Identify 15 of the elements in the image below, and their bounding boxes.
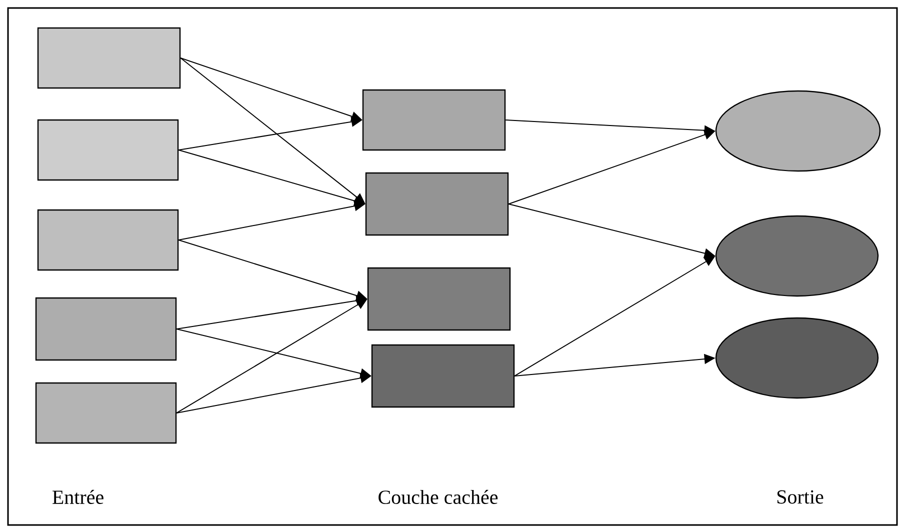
column-label: Entrée	[52, 490, 104, 504]
hidden-box	[365, 172, 509, 236]
input-box	[35, 382, 177, 444]
input-box	[37, 209, 179, 271]
hidden-box	[362, 89, 506, 151]
input-box	[37, 119, 179, 181]
hidden-box	[371, 344, 515, 408]
output-ellipse	[715, 90, 881, 172]
output-ellipse	[715, 215, 879, 297]
column-label: Couche cachée	[378, 490, 498, 504]
input-box	[35, 297, 177, 361]
hidden-box	[367, 267, 511, 331]
input-box	[37, 27, 181, 89]
output-ellipse	[715, 317, 879, 399]
column-label: Sortie	[777, 490, 824, 504]
